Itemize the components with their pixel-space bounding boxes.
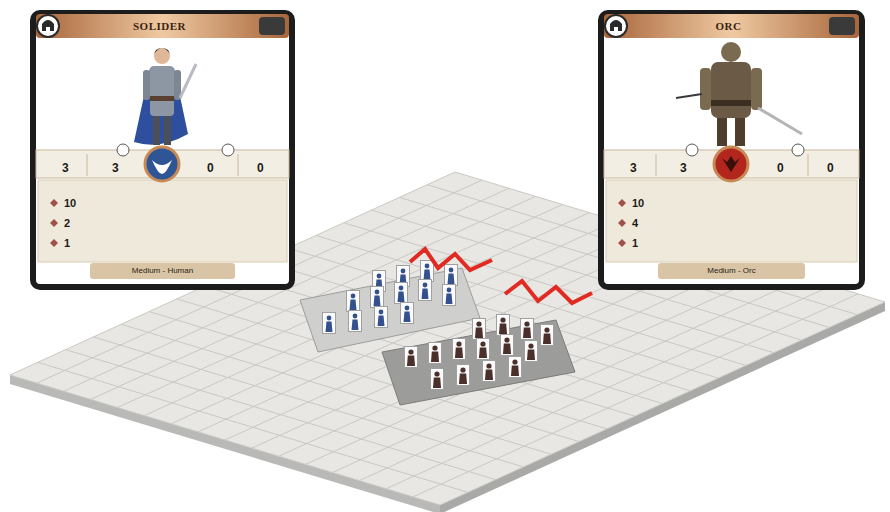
orc-figure: [676, 42, 802, 146]
stat-value: 3: [112, 161, 119, 175]
stat-value: 3: [630, 161, 637, 175]
ability-value: 1: [632, 237, 638, 249]
unit-card-frame: [598, 10, 865, 290]
clash-mark: [505, 281, 592, 303]
stat-value: 0: [257, 161, 264, 175]
card-type: Medium - Orc: [660, 263, 803, 279]
unit-card-frame: [30, 10, 295, 290]
ability-value: 10: [632, 197, 644, 209]
ability-value: 4: [632, 217, 638, 229]
stat-value: 0: [777, 161, 784, 175]
stat-value: 0: [827, 161, 834, 175]
soldier-standees: [323, 261, 458, 334]
card-title: SOLIDER: [64, 14, 255, 38]
ability-value: 10: [64, 197, 76, 209]
card-type: Medium - Human: [92, 263, 233, 279]
ability-value: 2: [64, 217, 70, 229]
stat-value: 0: [207, 161, 214, 175]
orc-standees: [405, 315, 554, 390]
card-title: ORC: [632, 14, 825, 38]
stat-value: 3: [680, 161, 687, 175]
game-board: [10, 172, 885, 512]
clash-mark: [410, 249, 492, 270]
board-grid: [10, 172, 885, 505]
ability-value: 1: [64, 237, 70, 249]
soldier-figure: [134, 48, 196, 145]
stat-value: 3: [62, 161, 69, 175]
board-surface: [10, 172, 885, 505]
